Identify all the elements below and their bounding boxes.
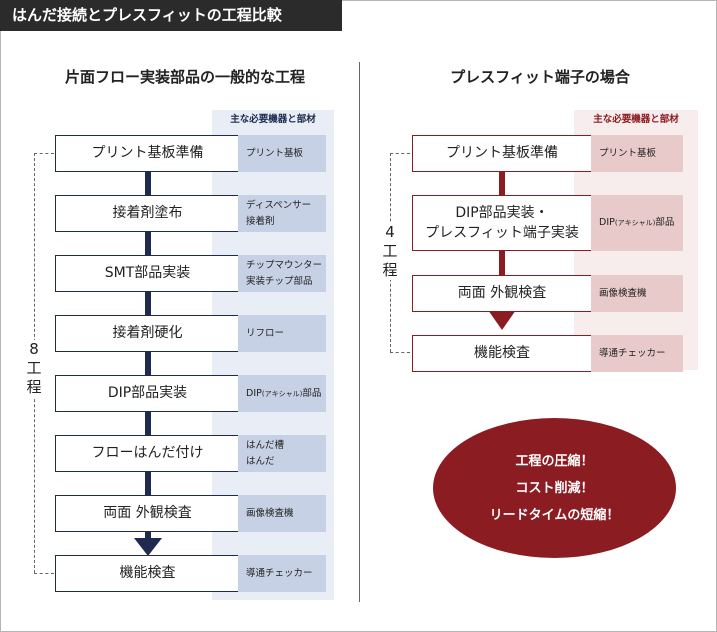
left-equipment-item: チップマウンター xyxy=(246,259,323,271)
right-equipment-item: プリント基板 xyxy=(599,147,657,159)
column-separator xyxy=(359,62,360,602)
right-bracket-bottom xyxy=(390,352,410,353)
left-step-3: SMT部品実装 xyxy=(55,255,240,292)
benefit-lead-time: リードタイムの短縮！ xyxy=(489,507,620,523)
left-step-2: 接着剤塗布 xyxy=(55,195,240,232)
left-equipment-prefix: DIP xyxy=(246,387,262,399)
left-equipment-8: 導通チェッカー xyxy=(238,555,326,592)
left-equipment-6: はんだ槽はんだ xyxy=(238,435,326,472)
left-equipment-item: はんだ槽 xyxy=(246,439,285,451)
left-step-count: 8 工 程 xyxy=(24,340,44,397)
right-equipment-item: 導通チェッカー xyxy=(599,347,666,359)
right-equipment-2: DIP(アキシャル)部品 xyxy=(591,195,683,251)
left-equipment-7: 画像検査機 xyxy=(238,495,326,532)
left-equipment-5: DIP(アキシャル)部品 xyxy=(238,375,326,412)
right-equipment-item: DIP(アキシャル)部品 xyxy=(599,215,674,231)
left-equipment-note: (アキシャル) xyxy=(261,389,303,398)
right-step-4: 機能検査 xyxy=(412,335,592,372)
left-bracket-top xyxy=(34,153,54,154)
left-equipment-item: 画像検査機 xyxy=(246,507,294,519)
right-equipment-note: (アキシャル) xyxy=(614,219,656,228)
left-step-5: DIP部品実装 xyxy=(55,375,240,412)
benefit-process-reduction: 工程の圧縮！ xyxy=(515,453,594,469)
right-bracket-top xyxy=(390,153,410,154)
left-bracket-bottom xyxy=(34,573,54,574)
left-equipment-item: プリント基板 xyxy=(246,147,304,159)
right-equipment-suffix: 部品 xyxy=(655,217,675,229)
left-equipment-3: チップマウンター実装チップ部品 xyxy=(238,255,326,292)
left-step-7: 両面 外観検査 xyxy=(55,495,240,532)
benefits-oval: 工程の圧縮！ コスト削減！ リードタイムの短縮！ xyxy=(433,418,676,558)
right-equipment-item: 画像検査機 xyxy=(599,287,647,299)
right-equipment-header: 主な必要機器と部材 xyxy=(593,114,679,125)
right-step-2: DIP部品実装・プレスフィット端子実装 xyxy=(412,195,592,251)
right-arrow-head xyxy=(488,310,516,330)
page-title: はんだ接続とプレスフィットの工程比較 xyxy=(0,0,342,31)
left-equipment-4: リフロー xyxy=(238,315,326,352)
left-heading: 片面フロー実装部品の一般的な工程 xyxy=(64,68,305,86)
left-equipment-item: 接着剤 xyxy=(246,215,275,227)
left-equipment-item: DIP(アキシャル)部品 xyxy=(246,386,321,402)
left-equipment-item: 実装チップ部品 xyxy=(246,275,313,287)
left-equipment-1: プリント基板 xyxy=(238,135,326,172)
left-arrow-head xyxy=(134,538,162,556)
right-equipment-1: プリント基板 xyxy=(591,135,683,172)
left-equipment-item: ディスペンサー xyxy=(246,199,312,211)
left-process-line xyxy=(145,170,151,540)
right-step-3: 両面 外観検査 xyxy=(412,275,592,312)
left-equipment-header: 主な必要機器と部材 xyxy=(230,114,316,125)
left-equipment-item: はんだ xyxy=(246,455,275,467)
benefit-cost-reduction: コスト削減！ xyxy=(515,480,594,496)
left-equipment-2: ディスペンサー接着剤 xyxy=(238,195,326,232)
left-equipment-suffix: 部品 xyxy=(302,387,322,399)
left-step-4: 接着剤硬化 xyxy=(55,315,240,352)
right-equipment-3: 画像検査機 xyxy=(591,275,683,312)
right-step-2-label-line: DIP部品実装・ xyxy=(455,204,549,221)
right-equipment-prefix: DIP xyxy=(599,217,615,229)
left-step-8: 機能検査 xyxy=(55,555,240,592)
right-heading: プレスフィット端子の場合 xyxy=(450,68,630,86)
left-equipment-item: リフロー xyxy=(246,327,285,339)
left-equipment-item: 導通チェッカー xyxy=(246,567,313,579)
right-step-1: プリント基板準備 xyxy=(412,135,592,172)
left-step-1: プリント基板準備 xyxy=(55,135,240,172)
right-step-2-label-line: プレスフィット端子実装 xyxy=(425,225,579,241)
left-step-6: フローはんだ付け xyxy=(55,435,240,472)
right-step-count: 4 工 程 xyxy=(380,223,400,280)
right-equipment-4: 導通チェッカー xyxy=(591,335,683,372)
